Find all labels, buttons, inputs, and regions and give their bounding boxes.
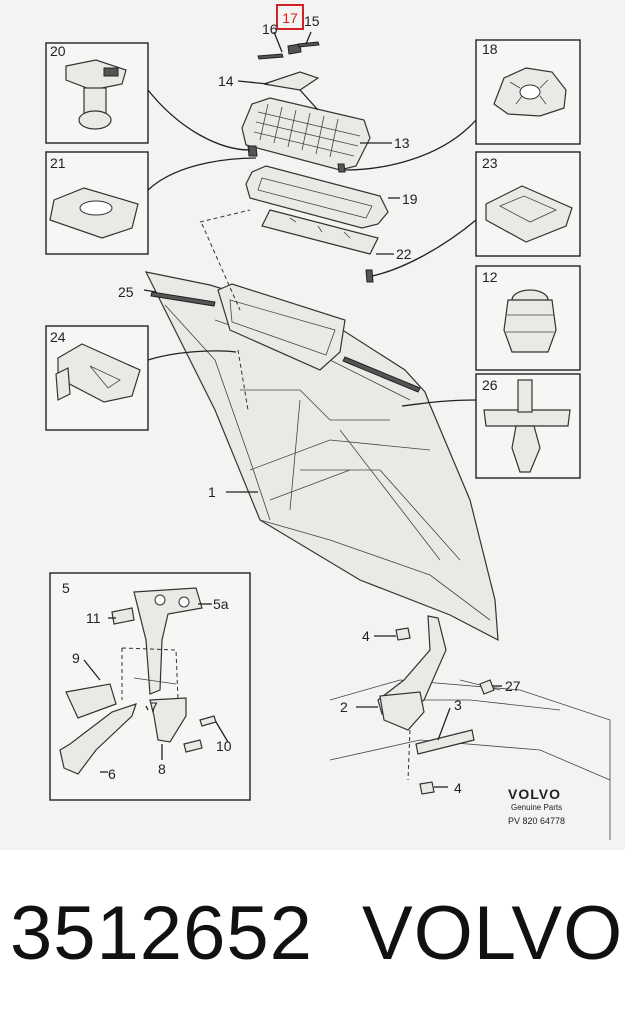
callout-15: 15: [304, 13, 320, 29]
callout-4-upper: 4: [362, 628, 370, 644]
leader-lines-upper: [143, 31, 477, 493]
callout-17: 17: [282, 10, 298, 26]
callout-27: 27: [505, 678, 521, 694]
detail-box-26: [475, 373, 581, 479]
logo-tagline: Genuine Parts: [511, 803, 562, 812]
callout-10: 10: [216, 738, 232, 754]
callout-4-lower: 4: [454, 780, 462, 796]
part-number: 3512652: [10, 891, 313, 976]
callout-22: 22: [396, 246, 412, 262]
small-clips: [247, 41, 374, 283]
detail-box-20: [45, 42, 149, 144]
footer-bar: [0, 850, 625, 1018]
callout-8: 8: [158, 761, 166, 777]
callout-25: 25: [118, 284, 134, 300]
mounting-plate: [261, 209, 379, 255]
detail-box-21: [45, 151, 149, 255]
brand-name: VOLVO: [362, 891, 624, 976]
highlight-box: [276, 4, 304, 30]
callout-18: 18: [482, 41, 498, 57]
callout-5a: 5a: [213, 596, 229, 612]
callout-5: 5: [62, 580, 70, 596]
callout-2: 2: [340, 699, 348, 715]
detail-box-24: [45, 325, 149, 431]
callout-7: 7: [150, 699, 158, 715]
vent-grille: [241, 97, 371, 171]
callout-21: 21: [50, 155, 66, 171]
callout-23: 23: [482, 155, 498, 171]
callout-11: 11: [86, 610, 101, 626]
callout-16: 16: [262, 21, 278, 37]
callout-3: 3: [454, 697, 462, 713]
callout-9: 9: [72, 650, 80, 666]
callout-6: 6: [108, 766, 116, 782]
diagram-drawing: 17 16 15 20 18 14 13 21 23 19 22 25 12 2…: [45, 4, 611, 840]
hinge-assembly: [329, 615, 611, 840]
callout-13: 13: [394, 135, 410, 151]
logo-code: PV 820 64778: [508, 816, 565, 826]
logo-brand: VOLVO: [508, 786, 561, 802]
hood-panel: [144, 271, 499, 642]
detail-box-12: [475, 265, 581, 371]
detail-box-18: [475, 39, 581, 145]
volvo-genuine-parts-logo: VOLVO Genuine Parts PV 820 64778: [508, 786, 565, 826]
callout-26: 26: [482, 377, 498, 393]
seal-frame: [245, 165, 389, 229]
detail-box-23: [475, 151, 581, 257]
callout-24: 24: [50, 329, 66, 345]
callout-labels: 17 16 15 20 18 14 13 21 23 19 22 25 12 2…: [50, 4, 521, 796]
callout-1: 1: [208, 484, 216, 500]
callout-20: 20: [50, 43, 66, 59]
callout-19: 19: [402, 191, 418, 207]
detail-box-5: [49, 572, 251, 801]
callout-14: 14: [218, 73, 234, 89]
callout-12: 12: [482, 269, 498, 285]
parts-diagram: 17 16 15 20 18 14 13 21 23 19 22 25 12 2…: [0, 0, 625, 850]
